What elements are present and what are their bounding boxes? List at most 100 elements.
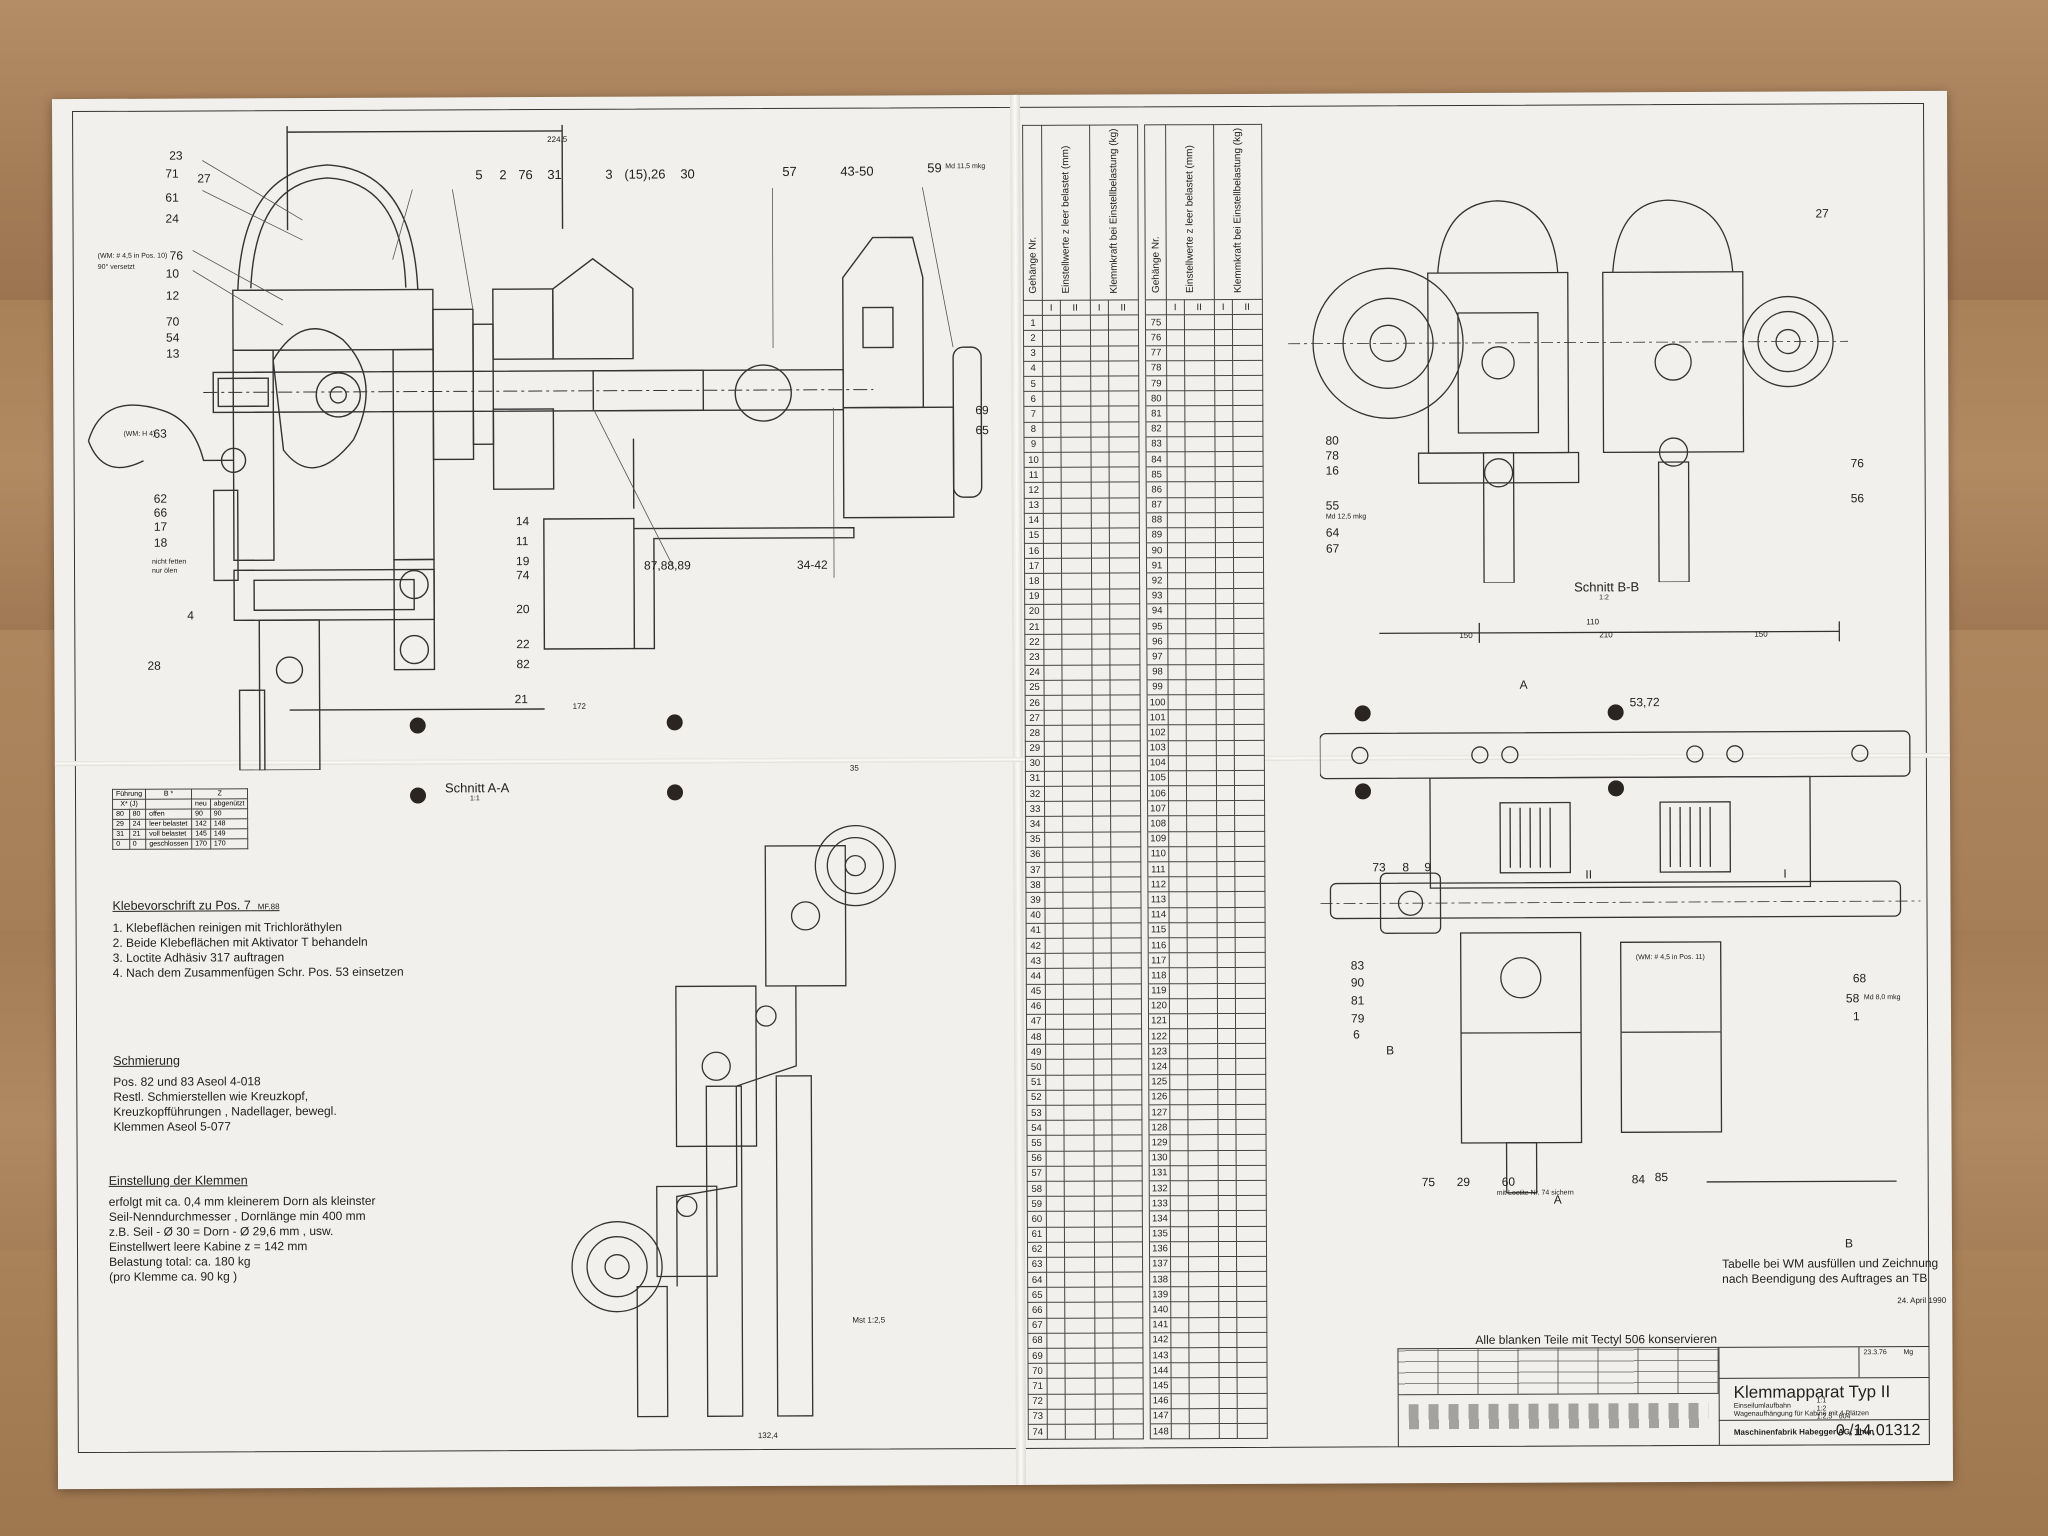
table-cell [1218, 1301, 1237, 1318]
table-cell [1166, 314, 1185, 331]
torque-note: Md 11,5 mkg [945, 163, 986, 171]
table-cell: 80 [129, 809, 146, 820]
table-cell [1184, 542, 1216, 558]
scale-value: 1:2 [1816, 1405, 1827, 1413]
table-cell [1168, 816, 1187, 832]
note-line: Belastung total: ca. 180 kg [109, 1254, 251, 1269]
table-cell [1093, 1074, 1112, 1090]
table-cell [1093, 1029, 1112, 1045]
part-callout: 69 [975, 403, 989, 418]
part-callout: 64 [1325, 525, 1340, 540]
gehaenge-number-cell: 14 [1024, 513, 1044, 529]
part-callout: 55 [1325, 498, 1340, 513]
table-cell [1044, 847, 1063, 863]
table-cell [1232, 360, 1263, 376]
table-cell [1107, 315, 1139, 331]
table-cell [1045, 983, 1063, 1000]
col-gehaenge-header: Gehänge Nr. [1022, 125, 1043, 301]
table-gap [1138, 299, 1146, 316]
gehaenge-number-cell: 1 [1023, 315, 1043, 331]
table-cell [1047, 1424, 1065, 1440]
table-cell [1184, 421, 1215, 437]
gehaenge-number-cell: 148 [1150, 1423, 1172, 1440]
table-cell [1109, 558, 1140, 574]
table-cell [1111, 1180, 1143, 1197]
table-cell [1184, 345, 1215, 361]
table-cell [1232, 527, 1264, 543]
table-cell [1187, 1134, 1219, 1151]
col-gehaenge-header: Gehänge Nr. [1144, 124, 1167, 300]
table-cell [1167, 573, 1186, 589]
col-gehaenge-text: Gehänge Nr. [1027, 237, 1039, 294]
part-callout: 85 [1654, 1170, 1669, 1185]
table-cell [1111, 1226, 1143, 1242]
table-cell [1142, 1135, 1150, 1151]
table-cell [1043, 558, 1062, 574]
table-cell [1139, 527, 1147, 543]
gehaenge-number-cell: 80 [1145, 390, 1167, 407]
table-cell [1140, 725, 1148, 741]
table-cell [1170, 1180, 1188, 1196]
table-cell [1094, 1348, 1113, 1364]
table-cell [1062, 998, 1094, 1015]
gehaenge-number-cell: 62 [1027, 1242, 1047, 1258]
table-cell [1141, 1013, 1149, 1029]
table-cell [1112, 1317, 1143, 1333]
part-callout: 59 [927, 160, 942, 176]
gehaenge-number-cell: 84 [1146, 451, 1168, 468]
gehaenge-number-cell: 104 [1147, 755, 1169, 771]
table-cell [1168, 694, 1186, 710]
table-cell [1111, 1044, 1142, 1060]
gehaenge-number-cell: 37 [1025, 862, 1045, 878]
table-cell [1108, 345, 1139, 361]
gehaenge-number-cell: 9 [1023, 437, 1044, 453]
part-callout: 71 [165, 166, 179, 181]
gehaenge-number-cell: 129 [1149, 1135, 1171, 1151]
table-cell [1186, 922, 1218, 938]
table-cell [1043, 482, 1061, 498]
table-cell [1184, 375, 1215, 391]
table-cell [1045, 938, 1063, 954]
table-cell [1236, 1347, 1268, 1363]
table-cell: 149 [210, 828, 249, 839]
table-cell [1064, 1363, 1096, 1379]
tectyl-note: Alle blanken Teile mit Tectyl 506 konser… [1475, 1331, 1718, 1347]
table-cell [1139, 558, 1147, 574]
table-cell [1185, 709, 1217, 726]
table-cell [1234, 861, 1265, 877]
table-cell [1108, 467, 1140, 483]
table-cell [1091, 527, 1109, 544]
gehaenge-number-cell: 39 [1025, 892, 1046, 908]
table-cell [1139, 467, 1147, 483]
table-cell [1168, 876, 1187, 893]
table-cell [1108, 482, 1140, 498]
lube-note: nicht fetten [151, 558, 187, 566]
table-cell [1095, 1423, 1113, 1440]
part-callout: 12 [165, 288, 180, 303]
table-cell [1108, 497, 1140, 513]
table-cell [1091, 634, 1110, 650]
einstellung-note: Einstellung der Klemmen erfolgt mit ca. … [109, 1173, 376, 1285]
table-cell [1110, 877, 1141, 893]
table-cell [1110, 998, 1142, 1014]
table-cell [1112, 1256, 1143, 1273]
table-cell [1111, 1211, 1143, 1227]
table-cell [1214, 421, 1233, 437]
table-cell: voll belastet [145, 829, 192, 840]
table-cell [1109, 649, 1140, 665]
table-cell [1047, 1378, 1065, 1394]
section-b-b-label: Schnitt B-B [1574, 579, 1640, 595]
table-cell [1090, 406, 1109, 422]
table-cell [1167, 542, 1186, 559]
table-cell [1111, 1135, 1143, 1151]
table-cell [1094, 1211, 1112, 1227]
col-einstell-text: Einstellwerte z leer belastet (mm) [1060, 145, 1072, 294]
